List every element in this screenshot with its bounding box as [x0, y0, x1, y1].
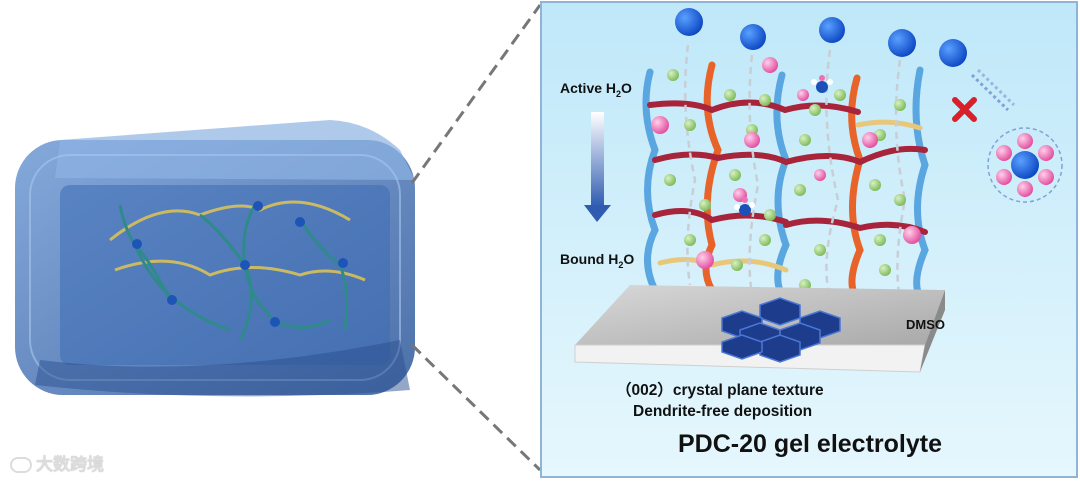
watermark-text: 大数跨境 — [36, 455, 104, 475]
crystal-texture-label: （002）crystal plane texture — [616, 378, 824, 400]
active-water-label: Active H2O — [560, 80, 632, 99]
dmso-label: DMSO — [906, 317, 945, 332]
bound-water-label: Bound H2O — [560, 251, 634, 270]
dendrite-free-label: Dendrite-free deposition — [633, 403, 812, 421]
panel-title-text: PDC-20 gel electrolyte — [540, 430, 1080, 459]
gel-box — [15, 120, 415, 396]
watermark-logo-icon — [10, 457, 32, 473]
watermark: 大数跨境 — [10, 450, 104, 475]
panel-title: PDC-20 gel electrolyte — [0, 430, 1080, 459]
zoom-lines — [412, 5, 540, 470]
